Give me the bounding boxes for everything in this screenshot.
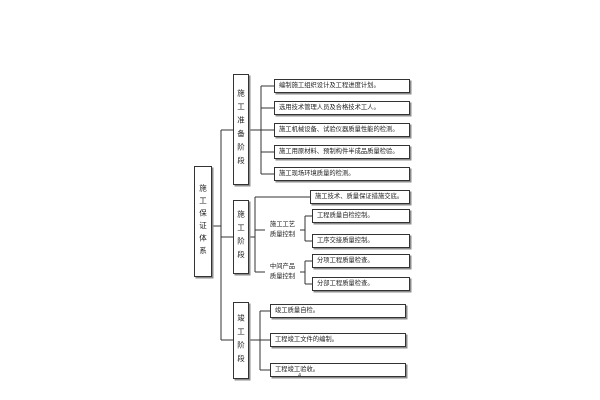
stage-completion-item: 工程竣工验收。 <box>270 363 406 377</box>
page-number: 4 <box>298 373 302 379</box>
root-box: 施工保证体系 <box>194 166 212 277</box>
stage-prep-item: 施工现场环境质量的检测。 <box>274 167 410 181</box>
stage-prep-item: 施工用原材料、预制构件半成品质量检验。 <box>274 145 410 159</box>
stage-prep-item: 选用技术管理人员及合格技术工人。 <box>274 101 410 115</box>
construction-top-item: 施工技术、质量保证措施交底。 <box>310 190 410 204</box>
stage-prep-box: 施工准备阶段 <box>233 74 249 185</box>
stage-prep-item: 编制施工组织设计及工程进度计划。 <box>274 79 410 93</box>
stage-prep-item: 施工机械设备、试验仪器质量性能的检测。 <box>274 123 410 137</box>
group-process-item: 工序交接质量控制。 <box>312 234 410 248</box>
stage-completion-item: 工程竣工文件的编制。 <box>270 333 406 347</box>
stage-construction-box: 施工阶段 <box>233 200 249 274</box>
stage-completion-item: 竣工质量自检。 <box>270 304 406 318</box>
stage-prep-label: 施工准备阶段 <box>236 89 246 170</box>
stage-construction-label: 施工阶段 <box>236 210 246 264</box>
group-process-item: 工程质量自检控制。 <box>312 209 410 223</box>
group-intermediate-item: 分部工程质量检查。 <box>312 277 410 291</box>
group-intermediate-item: 分项工程质量检查。 <box>312 254 410 268</box>
stage-completion-label: 竣工阶段 <box>236 313 246 368</box>
root-label: 施工保证体系 <box>198 184 208 259</box>
group-process-label: 施工工艺 质量控制 <box>269 221 296 238</box>
group-intermediate-label: 中间产品 质量控制 <box>269 263 296 280</box>
stage-completion-box: 竣工阶段 <box>233 302 249 379</box>
